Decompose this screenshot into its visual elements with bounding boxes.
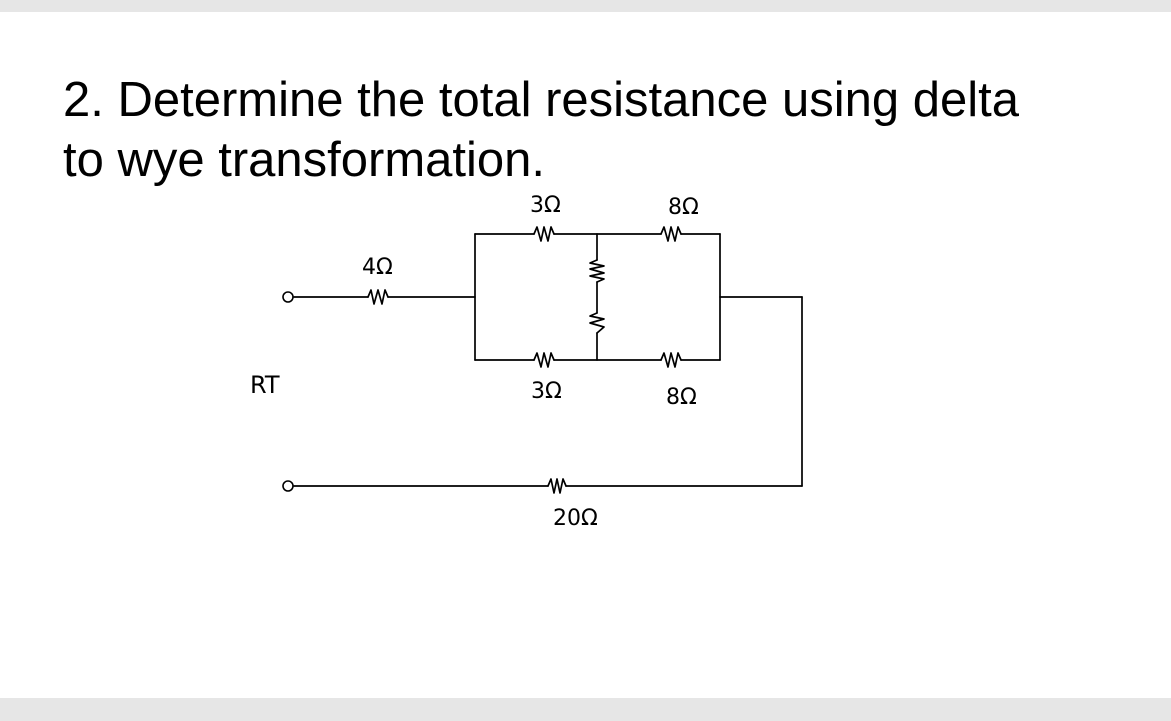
resistor-bottom-right: [660, 352, 682, 368]
resistor-bottom-left: [533, 352, 555, 368]
resistor-middle-upper: [589, 259, 605, 283]
resistor-middle-lower: [589, 312, 605, 334]
question-line-2: to wye transformation.: [63, 133, 546, 187]
circuit-wires: [293, 233, 803, 487]
terminal-bottom: [282, 480, 294, 492]
resistor-top-left: [533, 226, 555, 242]
label-r-top-right: 8Ω: [668, 195, 699, 220]
label-r-top-left: 3Ω: [530, 193, 561, 218]
slide: 2. Determine the total resistance using …: [0, 12, 1171, 698]
label-r-series: 4Ω: [362, 255, 393, 280]
resistor-top-right: [660, 226, 682, 242]
resistor-return: [547, 478, 567, 494]
question-line-1: 2. Determine the total resistance using …: [63, 73, 1020, 127]
label-r-bottom-right: 8Ω: [666, 385, 697, 410]
terminal-top: [282, 291, 294, 303]
resistor-symbols: [367, 226, 682, 494]
question-text: 2. Determine the total resistance using …: [63, 70, 1113, 190]
label-r-return: 20Ω: [553, 506, 598, 531]
label-r-bottom-left: 3Ω: [531, 379, 562, 404]
circuit-diagram: 4Ω 3Ω 8Ω 3Ω 8Ω 20Ω RT: [250, 193, 803, 531]
resistor-series: [367, 289, 389, 305]
label-rt: RT: [250, 371, 280, 399]
